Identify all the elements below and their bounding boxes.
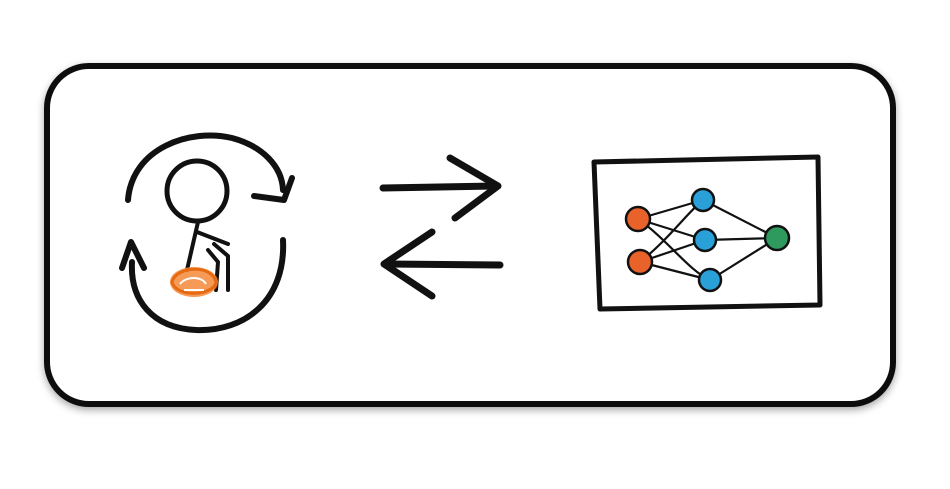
input-node: [626, 248, 654, 276]
person-arm: [195, 230, 230, 246]
arrow-left-head: [380, 228, 436, 300]
arrow-left-shaft: [382, 260, 504, 269]
hidden-node: [690, 187, 716, 213]
orange-object-icon: [170, 267, 218, 297]
hidden-node: [692, 227, 718, 253]
network-box: [591, 154, 823, 312]
bidirectional-arrows-icon: [379, 154, 504, 300]
loop-arc-top: [125, 132, 286, 203]
person-in-loop-icon: [119, 132, 295, 334]
neural-network-icon: [591, 154, 823, 312]
person-torso: [185, 220, 200, 272]
arrow-right-shaft: [379, 182, 499, 192]
loop-arc-bottom-arrowhead: [119, 239, 147, 271]
arrow-right-head: [446, 154, 502, 222]
loop-arc-top-arrowhead: [251, 175, 295, 203]
person-leg: [212, 242, 230, 292]
loop-arc-bottom: [128, 237, 287, 334]
hidden-node: [697, 267, 723, 293]
input-node: [624, 205, 652, 233]
output-node: [763, 224, 791, 252]
network-nodes: [624, 187, 791, 293]
